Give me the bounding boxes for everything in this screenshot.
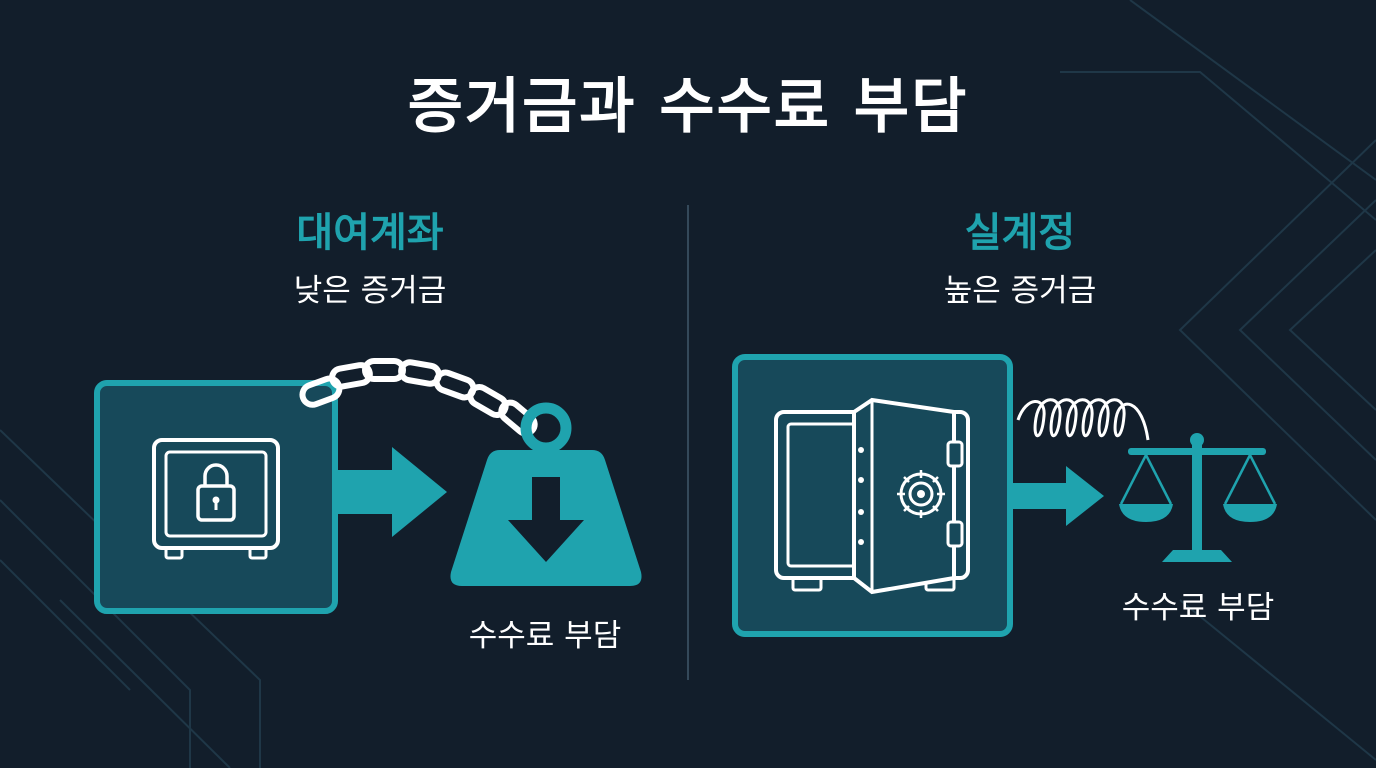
left-heading: 대여계좌 [296,210,444,256]
page-title: 증거금과 수수료 부담 [407,72,969,142]
arrow-right-icon [1007,466,1104,526]
locked-safe-icon [94,380,338,614]
chain-icon [299,358,538,437]
right-caption: 수수료 부담 [1121,590,1275,626]
left-caption: 수수료 부담 [468,618,622,654]
balance-scale-icon [1119,433,1277,562]
center-divider [687,205,689,680]
open-safe-icon [732,354,1013,637]
right-heading: 실계정 [964,210,1076,256]
left-subheading: 낮은 증거금 [293,273,447,309]
right-subheading: 높은 증거금 [943,273,1097,309]
weight-down-icon [450,402,642,586]
arrow-right-icon [333,447,447,537]
spring-icon [1016,398,1150,441]
